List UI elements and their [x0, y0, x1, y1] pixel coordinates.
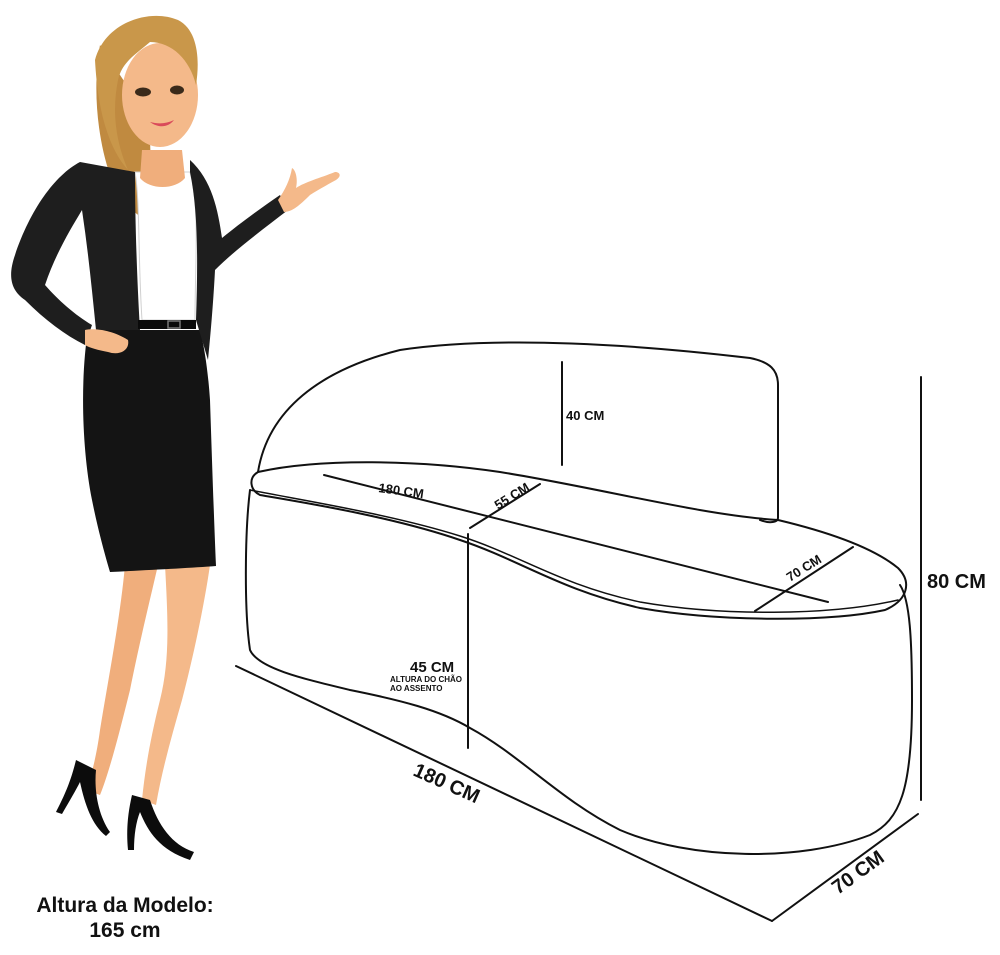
sofa-seat-top	[250, 461, 908, 620]
model-belt	[138, 320, 196, 329]
model-eye-left	[135, 87, 151, 97]
sofa-base	[244, 489, 913, 855]
sofa-backrest	[257, 341, 779, 524]
model-neck	[140, 150, 185, 187]
label-seat-height-note-2: AO ASSENTO	[390, 684, 442, 693]
model-shoe-back	[56, 760, 110, 836]
label-seat-height-note-1: ALTURA DO CHÃO	[390, 675, 462, 684]
sofa-seat-piping	[249, 489, 899, 614]
model-shirt	[134, 171, 197, 321]
model-hand-raised	[278, 168, 340, 212]
model-jacket-left	[11, 162, 140, 345]
model-caption-line1: Altura da Modelo:	[36, 894, 214, 917]
dimension-lines	[235, 361, 922, 922]
model-belt-buckle	[167, 320, 181, 329]
label-seat-height: 45 CM	[410, 659, 454, 676]
model-eye-right	[170, 85, 184, 95]
dim-line-side-depth	[754, 546, 854, 612]
label-total-height: 80 CM	[927, 571, 986, 593]
model-face	[122, 43, 198, 147]
dim-line-base-depth	[771, 813, 919, 922]
label-seat-depth: 55 CM	[492, 480, 532, 513]
label-seat-length: 180 CM	[378, 480, 425, 501]
model-hair-front	[95, 15, 198, 170]
model-jacket-right	[190, 160, 288, 360]
model-height-caption: Altura da Modelo: 165 cm	[0, 893, 250, 943]
dim-line-seat-depth	[469, 483, 541, 529]
label-backrest-height: 40 CM	[566, 408, 604, 423]
dim-line-seat-length	[323, 474, 829, 603]
model-shoe-front	[127, 795, 194, 860]
model-skirt	[83, 330, 216, 572]
model-caption-line2: 165 cm	[89, 919, 161, 942]
model-hand-hip	[85, 329, 129, 354]
sofa-outline	[244, 341, 913, 855]
model-lips	[150, 120, 174, 127]
model-illustration	[11, 15, 340, 860]
dim-line-base-length	[235, 665, 773, 922]
model-leg-left	[142, 565, 210, 805]
model-leg-right	[86, 565, 158, 795]
